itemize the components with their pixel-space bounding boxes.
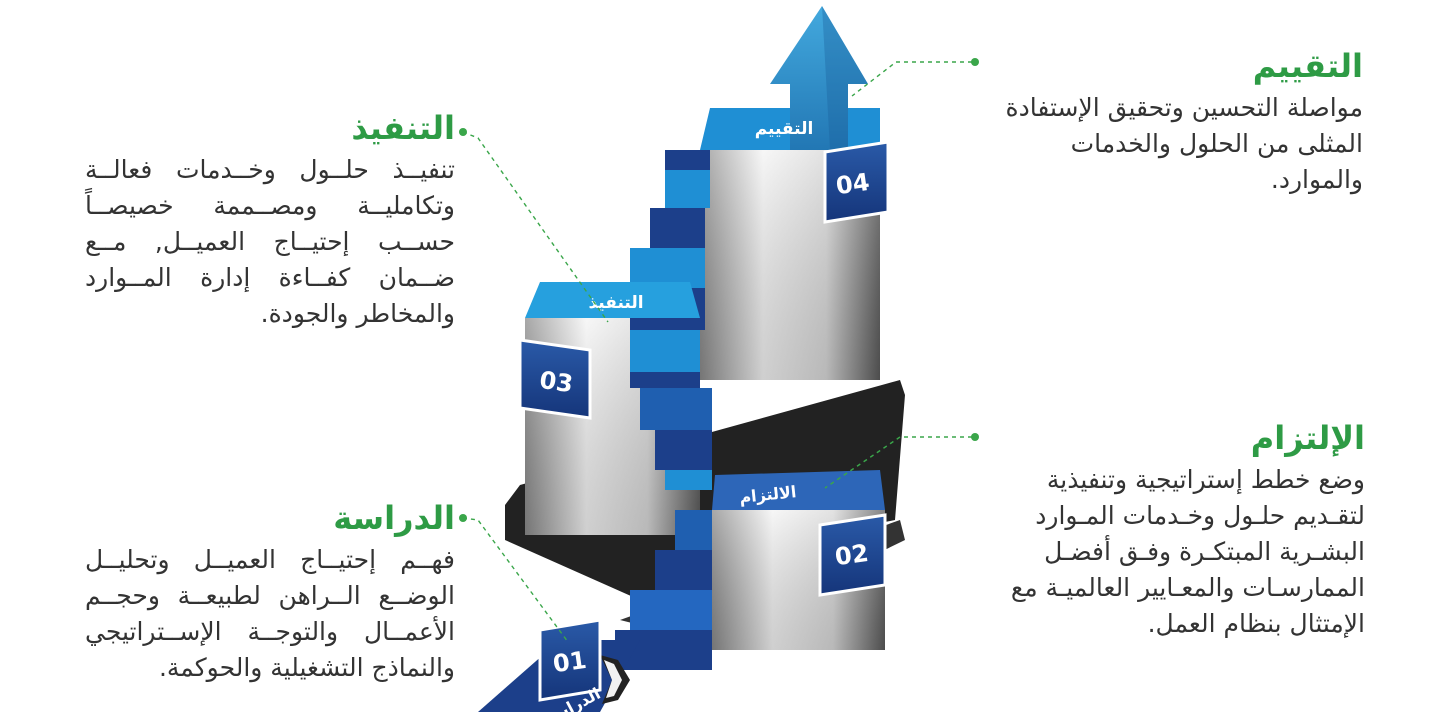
badge-04: 04 [823,140,890,224]
badge-02: 02 [818,513,887,597]
panel-implementation-body: تنفيــذ حلــول وخــدمات فعالــة وتكامليـ… [85,155,455,328]
panel-implementation: التنفيذ تنفيــذ حلــول وخــدمات فعالــة … [85,108,455,332]
panel-study: الدراسة فهــم إحتيــاج العميــل وتحليــل… [85,498,455,686]
panel-commitment-body: وضع خطط إستراتيجية وتنفيذية لتقـديم حلـو… [1010,465,1365,638]
panel-evaluation: التقييم مواصلة التحسين وتحقيق الإستفادة … [990,46,1363,198]
platform-03 [525,282,700,318]
badge-04-number: 04 [834,168,871,200]
badge-02-number: 02 [833,539,870,571]
panel-study-body: فهــم إحتيــاج العميــل وتحليــل الوضــع… [85,545,455,682]
growth-arrow [770,6,868,150]
leader-evaluation [851,61,972,97]
panel-evaluation-body: مواصلة التحسين وتحقيق الإستفادة المثلى م… [1005,93,1363,194]
step-label-04: التقييم [755,119,814,139]
badge-01-number: 01 [551,646,588,678]
chevron-ribbon-hl [604,660,622,698]
lower-steps [615,510,712,670]
badge-01: 01 [538,618,602,702]
panel-commitment-title: الإلتزام [1250,419,1365,457]
panel-evaluation-title: التقييم [1252,47,1363,85]
leader-implementation [462,131,609,323]
panel-study-title: الدراسة [333,499,455,537]
badge-03: 03 [518,338,592,420]
leader-commitment [824,436,972,489]
platform-02 [712,470,885,510]
panel-implementation-title: التنفيذ [351,109,455,147]
middle-steps [640,388,712,490]
panel-commitment: الإلتزام وضع خطط إستراتيجية وتنفيذية لتق… [990,418,1365,642]
step-label-03: التنفيذ [588,293,643,313]
badge-03-number: 03 [538,366,575,398]
upper-steps [630,150,710,388]
